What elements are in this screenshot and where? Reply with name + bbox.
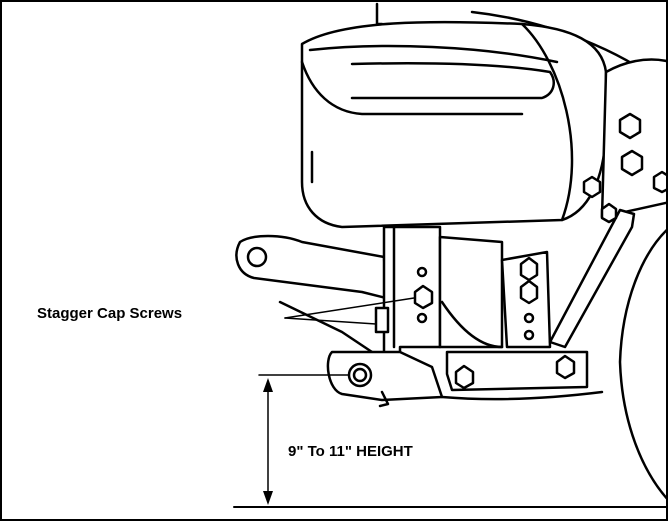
hopper-side-edge [520,22,574,222]
pivot-block [326,350,444,402]
cap-screw-head-2 [374,306,390,334]
stagger-leader-2 [284,317,377,325]
side-plate [600,58,666,219]
bottom-edge [440,390,604,401]
gauge-wheel [618,229,666,500]
hex-nut-2 [620,149,644,177]
bracket-nut-2 [519,279,539,305]
hopper-lid-line [308,44,559,64]
height-arrow-up [263,378,273,392]
cap-screw-head-1 [413,284,434,310]
height-dimension-label: 9" To 11" HEIGHT [288,443,413,460]
hopper-label-recess [350,62,555,100]
body-curve [440,300,504,349]
bracket-lower-edge [278,300,374,354]
height-arrow-down [263,491,273,505]
hex-nut-3 [652,170,666,194]
cross-bar-nut-2 [555,354,576,380]
bracket-nut-1 [519,256,539,282]
stagger-cap-screws-label: Stagger Cap Screws [37,305,183,322]
stagger-leader-1 [284,297,415,319]
cross-bar-nut-1 [454,364,475,390]
bracket-hole [246,246,268,268]
bracket-hole-1 [523,312,535,324]
spring-nut [600,202,618,224]
seed-hopper [300,20,608,229]
hex-nut-1 [618,112,642,140]
spring-link [548,208,636,349]
shank-hole-2 [416,312,428,324]
pivot-tab [378,390,390,408]
pivot-bolt-inner [352,367,368,383]
cross-bar [445,350,589,392]
shank-hole-1 [416,266,428,278]
body-center [438,235,504,349]
bracket-hole-2 [523,329,535,341]
frame-post [375,2,384,26]
hopper-shoulder-line [300,60,524,116]
hex-nut-4 [582,175,602,199]
